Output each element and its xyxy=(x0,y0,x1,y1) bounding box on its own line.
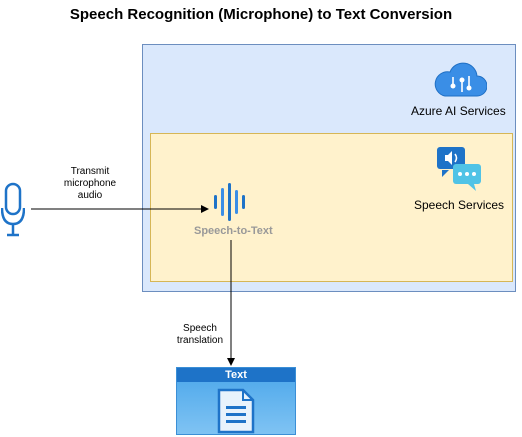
speech-translation-edge-label: Speech translation xyxy=(160,323,240,347)
microphone-icon xyxy=(1,182,25,237)
transmit-label-line1: Transmit xyxy=(70,166,110,177)
transmit-edge-label: Transmit microphone audio xyxy=(52,166,128,202)
speech-translation-line1: Speech xyxy=(183,323,217,334)
transmit-label-line3: audio xyxy=(77,190,103,201)
transmit-label-line2: microphone xyxy=(63,178,117,189)
waveform-icon xyxy=(214,183,245,221)
speech-to-text-label: Speech-to-Text xyxy=(194,225,273,237)
text-output-label: Text xyxy=(177,368,295,382)
speech-translation-line2: translation xyxy=(176,335,224,346)
diagram-title: Speech Recognition (Microphone) to Text … xyxy=(69,6,453,23)
text-output-card: Text xyxy=(176,367,296,435)
azure-ai-services-label: Azure AI Services xyxy=(411,104,506,118)
speech-services-label: Speech Services xyxy=(414,198,505,212)
speech-services-icon xyxy=(437,147,481,191)
azure-ai-cloud-icon xyxy=(434,62,487,97)
document-icon xyxy=(217,388,255,434)
